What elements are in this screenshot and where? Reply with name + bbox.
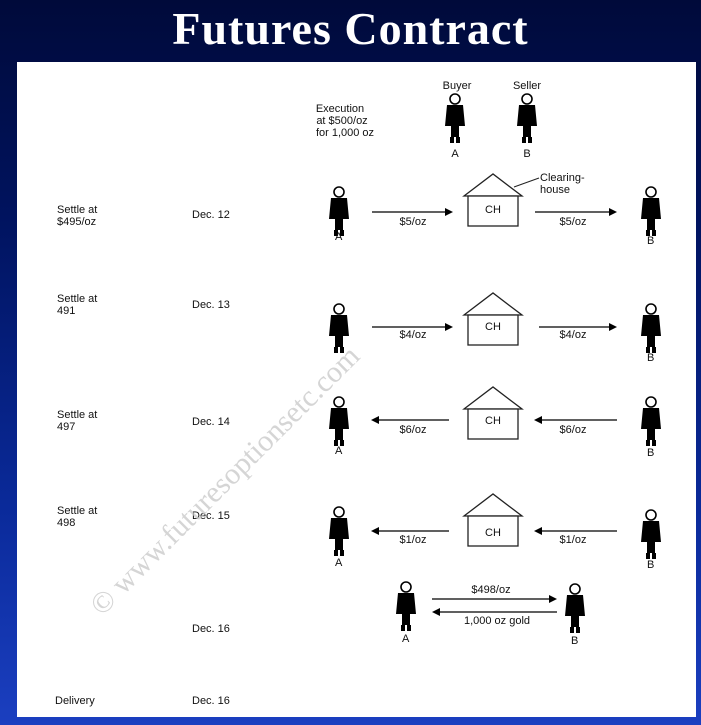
seller-label: Seller: [513, 80, 541, 92]
party-b-icon: [640, 303, 662, 354]
clearinghouse-icon: [463, 292, 523, 346]
settle-label-1a: Settle at: [57, 204, 97, 216]
party-a-icon: [328, 186, 350, 237]
execution-line-2: at $500/oz: [316, 115, 367, 127]
ch-label-2: CH: [485, 321, 501, 333]
party-b-icon: [564, 583, 586, 634]
seller-id: B: [523, 148, 530, 160]
final-a-id: A: [402, 633, 410, 645]
ch-label-1: CH: [485, 204, 501, 216]
settle-label-1b: $495/oz: [57, 216, 96, 228]
delivery-date: Dec. 16: [192, 695, 230, 707]
ch-label-4: CH: [485, 527, 501, 539]
final-bottom-amount: 1,000 oz gold: [464, 615, 530, 627]
date-label-1: Dec. 12: [192, 209, 230, 221]
party-b-id: B: [647, 235, 654, 247]
buyer-person-icon: [444, 93, 466, 144]
settle-label-4b: 498: [57, 517, 75, 529]
settle-label-3b: 497: [57, 421, 75, 433]
party-a-icon: [328, 506, 350, 557]
ch-label-3: CH: [485, 415, 501, 427]
settlement-row-dec14: Settle at 497 Dec. 14 A $6/oz CH $6/oz B: [57, 386, 662, 459]
date-label-3: Dec. 14: [192, 416, 230, 428]
delivery-label: Delivery: [55, 695, 95, 707]
party-a-id: A: [335, 557, 343, 569]
seller-person-icon: [516, 93, 538, 144]
party-a-icon: [395, 581, 417, 632]
settle-label-2a: Settle at: [57, 293, 97, 305]
clearinghouse-pointer: [513, 177, 540, 188]
party-b-id: B: [647, 352, 654, 364]
party-a-icon: [328, 396, 350, 447]
date-label-2: Dec. 13: [192, 299, 230, 311]
settle-label-4a: Settle at: [57, 505, 97, 517]
final-top-amount: $498/oz: [471, 584, 510, 596]
party-a-id: A: [335, 231, 343, 243]
clearinghouse-icon: [463, 386, 523, 440]
watermark: © www.futuresoptionsetc.com: [84, 339, 367, 622]
slide-title: Futures Contract: [172, 3, 529, 54]
flow-amount-right-3: $6/oz: [560, 424, 587, 436]
party-b-id: B: [647, 447, 654, 459]
party-a-id: A: [335, 445, 343, 457]
execution-line-1: Execution: [316, 103, 364, 115]
diagram-panel: Execution at $500/oz for 1,000 oz Buyer …: [17, 62, 696, 717]
party-b-icon: [640, 509, 662, 560]
settlement-row-dec13: Settle at 491 Dec. 13 $4/oz CH $4/oz B: [57, 292, 662, 364]
buyer-id: A: [451, 148, 459, 160]
settlement-row-dec12: Settle at $495/oz Dec. 12 A $5/oz CH $5/…: [57, 173, 662, 247]
final-exchange: Dec. 16 A $498/oz 1,000 oz gold B: [192, 581, 586, 647]
date-label-4: Dec. 15: [192, 510, 230, 522]
flow-amount-right-2: $4/oz: [560, 329, 587, 341]
flow-amount-right-4: $1/oz: [560, 534, 587, 546]
final-date: Dec. 16: [192, 623, 230, 635]
buyer-label: Buyer: [443, 80, 472, 92]
party-b-icon: [640, 396, 662, 447]
futures-diagram: Execution at $500/oz for 1,000 oz Buyer …: [55, 80, 662, 707]
clearinghouse-icon: [463, 173, 523, 227]
flow-amount-right-1: $5/oz: [560, 216, 587, 228]
party-b-icon: [640, 186, 662, 237]
execution-line-3: for 1,000 oz: [316, 127, 374, 139]
clearinghouse-note-1: Clearing-: [540, 172, 585, 184]
settlement-row-dec15: Settle at 498 Dec. 15 A $1/oz CH $1/oz B: [57, 493, 662, 571]
flow-amount-left-4: $1/oz: [400, 534, 427, 546]
settle-label-3a: Settle at: [57, 409, 97, 421]
flow-amount-left-2: $4/oz: [400, 329, 427, 341]
clearinghouse-note-2: house: [540, 184, 570, 196]
flow-amount-left-3: $6/oz: [400, 424, 427, 436]
settle-label-2b: 491: [57, 305, 75, 317]
final-b-id: B: [571, 635, 578, 647]
party-b-id: B: [647, 559, 654, 571]
flow-amount-left-1: $5/oz: [400, 216, 427, 228]
